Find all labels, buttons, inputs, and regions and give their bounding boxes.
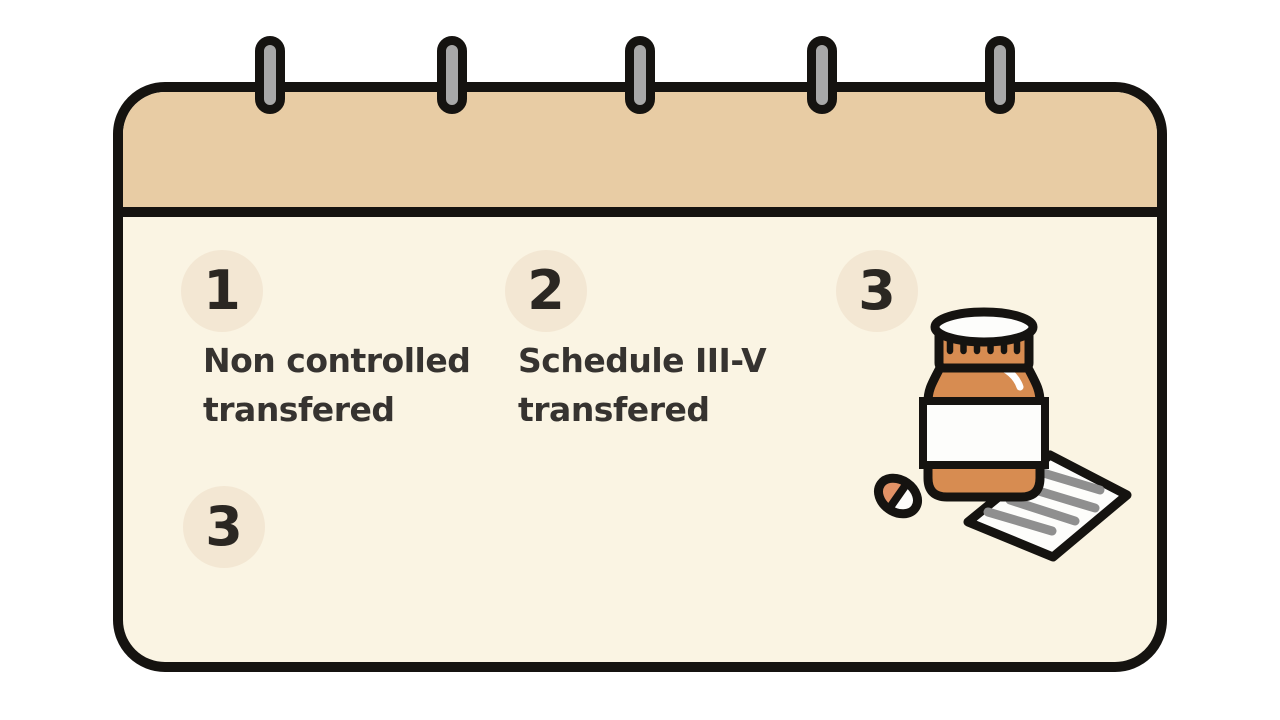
binder-ring-icon	[255, 36, 285, 114]
step-3-duplicate-number: 3	[205, 495, 243, 558]
pill-bottle-icon	[919, 307, 1049, 502]
step-2-number-badge: 2	[505, 250, 587, 332]
step-2-label: Schedule III-V transfered	[518, 341, 767, 429]
step-2-number: 2	[527, 259, 565, 322]
binder-ring-icon	[625, 36, 655, 114]
binder-ring-icon	[807, 36, 837, 114]
pill-icon	[874, 473, 922, 519]
step-1-number: 1	[203, 259, 241, 322]
step-1-number-badge: 1	[181, 250, 263, 332]
step-3-number: 3	[858, 259, 896, 322]
binder-ring-icon	[437, 36, 467, 114]
binder-ring-icon	[985, 36, 1015, 114]
step-3-number-badge: 3	[836, 250, 918, 332]
medication-illustration	[874, 307, 1132, 562]
step-3-duplicate-number-badge: 3	[183, 486, 265, 568]
bottle-label	[919, 397, 1049, 469]
step-1-label: Non controlled transfered	[203, 341, 471, 429]
paper-text-lines	[983, 467, 1105, 536]
bottle-rim	[930, 307, 1038, 347]
